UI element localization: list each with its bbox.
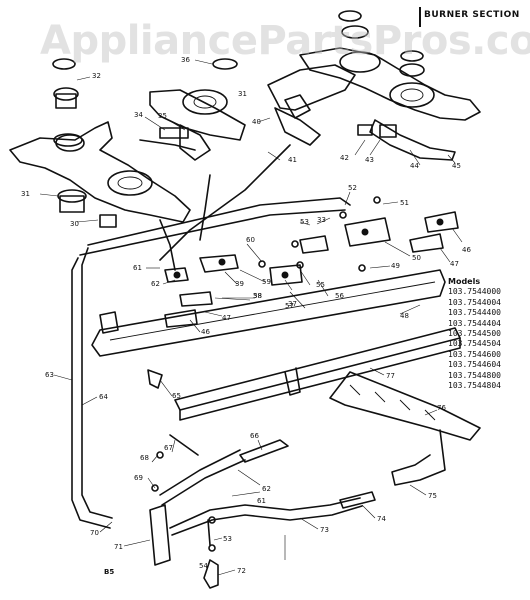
callout-70: 70 — [90, 529, 99, 537]
callout-75: 75 — [428, 492, 437, 500]
center-right-burner-bracket — [267, 64, 356, 146]
callout-73: 73 — [320, 526, 329, 534]
callout-46: 46 — [201, 328, 210, 336]
callout-44: 44 — [410, 162, 419, 170]
callout-32: 32 — [92, 72, 101, 80]
callout-52: 52 — [348, 184, 357, 192]
right-burner-bracket — [299, 47, 481, 161]
callout-58: 58 — [253, 292, 262, 300]
callout-35: 35 — [158, 112, 167, 120]
callout-71: 71 — [114, 543, 123, 551]
callout-50: 50 — [412, 254, 421, 262]
callout-49: 49 — [391, 262, 400, 270]
callout-68: 68 — [140, 454, 149, 462]
model-number: 103.7544504 — [448, 339, 501, 349]
callout-48: 48 — [400, 312, 409, 320]
callout-61: 61 — [257, 497, 266, 505]
callout-63: 63 — [45, 371, 54, 379]
part-callouts: 30 31 31 32 33 34 35 36 37 38 39 40 41 4… — [21, 56, 471, 575]
gas-valves — [164, 211, 459, 328]
left-burner-bracket — [9, 121, 191, 223]
callout-30: 30 — [70, 220, 79, 228]
callout-69: 69 — [134, 474, 143, 482]
callout-47: 47 — [450, 260, 459, 268]
models-list: Models 103.7544000 103.7544004 103.75444… — [448, 277, 501, 391]
callout-31: 31 — [238, 90, 247, 98]
callout-56: 56 — [335, 292, 344, 300]
model-number: 103.7544800 — [448, 370, 501, 380]
manifold-tubes — [71, 144, 351, 529]
callout-53: 53 — [300, 218, 309, 226]
valve-manifold-bar — [91, 269, 446, 357]
callout-53: 53 — [223, 535, 232, 543]
callout-72: 72 — [237, 567, 246, 575]
callout-47: 47 — [222, 314, 231, 322]
callout-31: 31 — [21, 190, 30, 198]
model-number: 103.7544600 — [448, 349, 501, 359]
model-number: 103.7544604 — [448, 360, 501, 370]
page-code: B5 — [104, 568, 115, 576]
callout-67: 67 — [164, 444, 173, 452]
callout-43: 43 — [365, 156, 374, 164]
callout-61: 61 — [133, 264, 142, 272]
callout-36: 36 — [181, 56, 190, 64]
callout-39: 39 — [235, 280, 244, 288]
broil-burner — [329, 371, 481, 486]
model-number: 103.7544000 — [448, 287, 501, 297]
callout-33: 33 — [317, 216, 326, 224]
igniters — [99, 94, 397, 228]
callout-42: 42 — [340, 154, 349, 162]
section-title: BURNER SECTION — [424, 10, 520, 20]
callout-65: 65 — [172, 392, 181, 400]
leader-lines — [39, 59, 463, 576]
callout-60: 60 — [246, 236, 255, 244]
callout-51: 51 — [400, 199, 409, 207]
callout-64: 64 — [99, 393, 108, 401]
callout-77: 77 — [386, 372, 395, 380]
support-bracket — [174, 327, 461, 421]
callout-38: 38 — [253, 292, 262, 300]
callout-45: 45 — [452, 162, 461, 170]
callout-54: 54 — [199, 562, 208, 570]
models-header: Models — [448, 277, 481, 286]
callout-34: 34 — [134, 111, 143, 119]
model-number: 103.7544404 — [448, 318, 501, 328]
callout-40: 40 — [252, 118, 261, 126]
model-number: 103.7544500 — [448, 329, 501, 339]
fasteners — [151, 196, 381, 552]
callout-74: 74 — [377, 515, 386, 523]
model-number: 103.7544804 — [448, 381, 501, 391]
callout-66: 66 — [250, 432, 259, 440]
model-number: 103.7544004 — [448, 297, 501, 307]
callout-41: 41 — [288, 156, 297, 164]
section-title-rule — [419, 7, 421, 27]
oven-valve-and-tubes — [147, 369, 376, 589]
callout-37: 37 — [288, 300, 297, 308]
callout-62: 62 — [151, 280, 160, 288]
callout-59: 59 — [262, 278, 271, 286]
center-left-burner-bracket — [149, 89, 246, 161]
callout-57: 57 — [285, 302, 294, 310]
callout-62: 62 — [262, 485, 271, 493]
callout-55: 55 — [316, 281, 325, 289]
model-number: 103.7544400 — [448, 308, 501, 318]
callout-46: 46 — [462, 246, 471, 254]
callout-76: 76 — [437, 404, 446, 412]
